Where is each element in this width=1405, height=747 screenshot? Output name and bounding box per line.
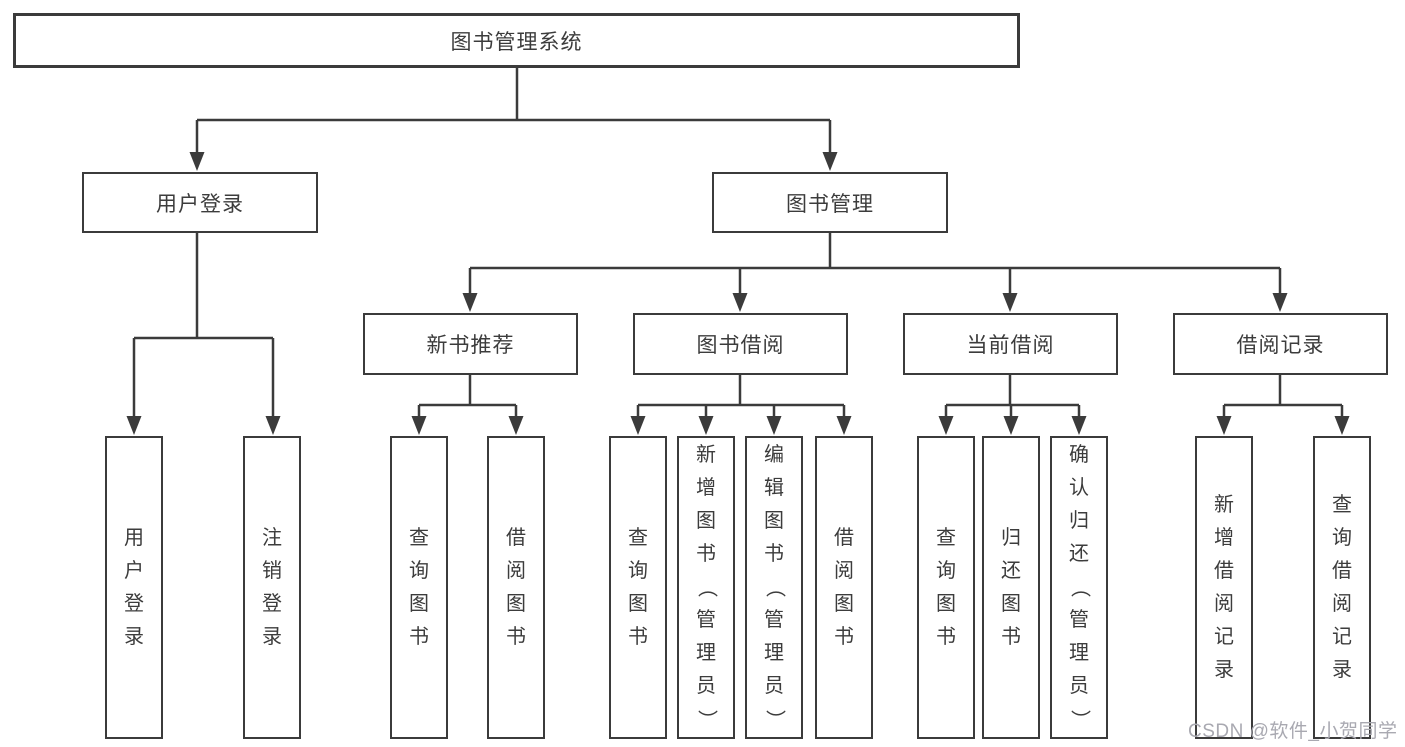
leaf-logout: 注销登录 (243, 436, 301, 739)
leaf-add-borrow-record: 新增借阅记录 (1195, 436, 1253, 739)
node-borrow-records: 借阅记录 (1173, 313, 1388, 375)
node-current-borrow: 当前借阅 (903, 313, 1118, 375)
leaf-borrow-books: 借阅图书 (815, 436, 873, 739)
leaf-label: 归还图书 (1001, 526, 1021, 648)
node-book-management: 图书管理 (712, 172, 948, 233)
leaf-borrow-books-recommend: 借阅图书 (487, 436, 545, 739)
leaf-query-books-current: 查询图书 (917, 436, 975, 739)
leaf-label: 用户登录 (124, 526, 144, 648)
leaf-label: 查询图书 (409, 526, 429, 648)
leaf-edit-book-admin: 编辑图书（管理员） (745, 436, 803, 739)
node-label: 当前借阅 (966, 334, 1055, 357)
node-library-management-system: 图书管理系统 (13, 13, 1020, 68)
leaf-label: 借阅图书 (834, 526, 854, 648)
node-user-login: 用户登录 (82, 172, 318, 233)
leaf-label: 新增图书（管理员） (695, 444, 718, 730)
node-book-borrow: 图书借阅 (633, 313, 848, 375)
leaf-label: 编辑图书（管理员） (763, 444, 786, 730)
leaf-return-book: 归还图书 (982, 436, 1040, 739)
node-label: 图书管理 (786, 192, 874, 216)
leaf-label: 查询借阅记录 (1332, 493, 1352, 681)
leaf-query-books-borrow: 查询图书 (609, 436, 667, 739)
node-label: 用户登录 (156, 192, 244, 216)
leaf-label: 查询图书 (936, 526, 956, 648)
leaf-label: 查询图书 (628, 526, 648, 648)
leaf-label: 确认归还（管理员） (1068, 444, 1091, 730)
leaf-label: 注销登录 (262, 526, 282, 648)
node-new-book-recommend: 新书推荐 (363, 313, 578, 375)
leaf-user-login: 用户登录 (105, 436, 163, 739)
node-label: 图书借阅 (696, 334, 785, 357)
node-label: 借阅记录 (1236, 334, 1325, 357)
leaf-confirm-return-admin: 确认归还（管理员） (1050, 436, 1108, 739)
leaf-add-book-admin: 新增图书（管理员） (677, 436, 735, 739)
leaf-query-borrow-record: 查询借阅记录 (1313, 436, 1371, 739)
leaf-query-books-recommend: 查询图书 (390, 436, 448, 739)
leaf-label: 新增借阅记录 (1214, 493, 1234, 681)
leaf-label: 借阅图书 (506, 526, 526, 648)
node-label: 图书管理系统 (450, 30, 583, 54)
csdn-watermark: CSDN @软件_小贺同学 (1188, 721, 1398, 742)
node-label: 新书推荐 (426, 334, 515, 357)
